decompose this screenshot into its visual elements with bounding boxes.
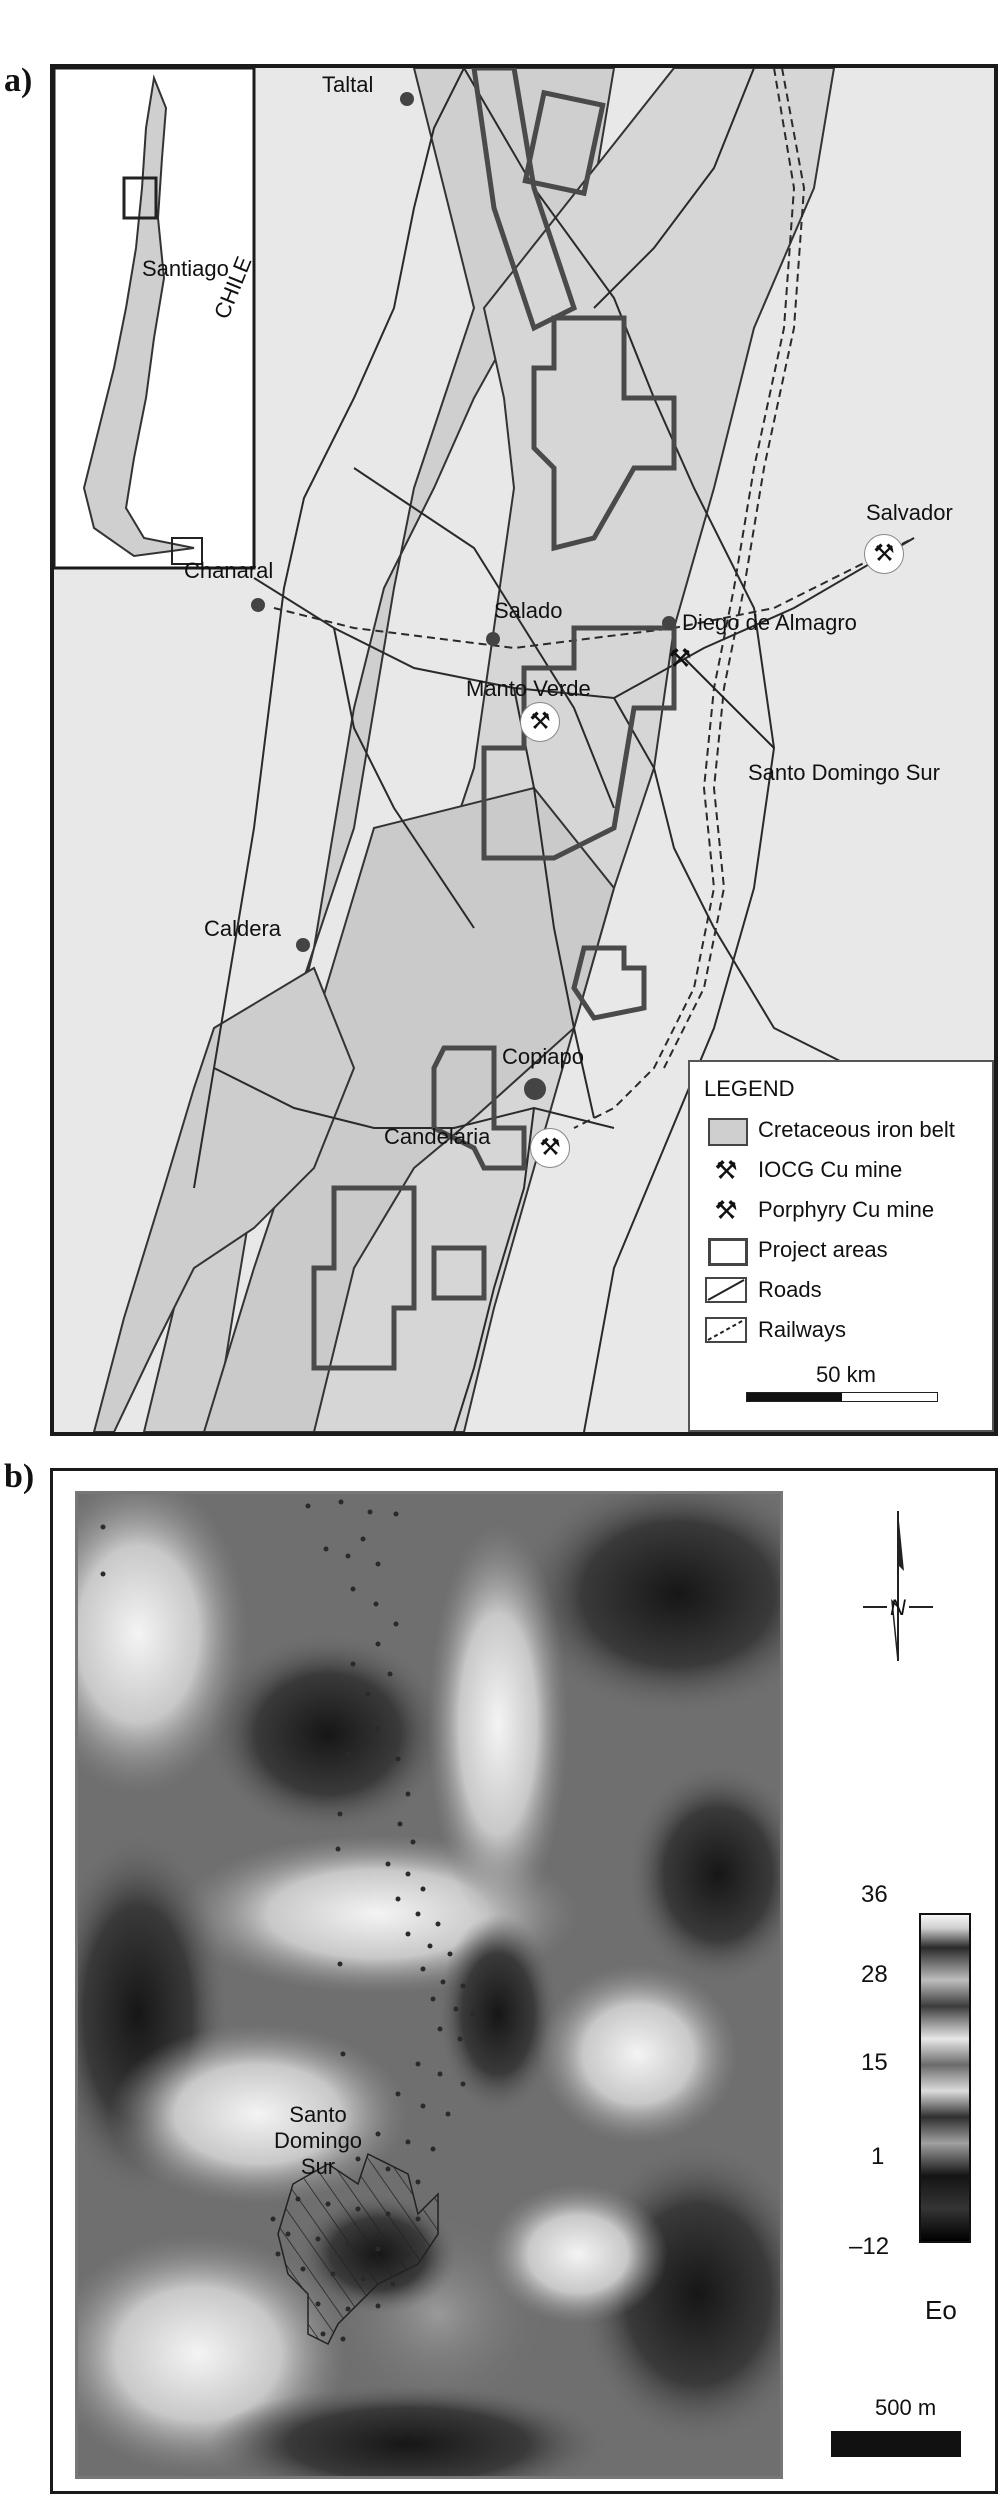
colorbar-tick: 1	[871, 2143, 885, 2170]
legend-label: Porphyry Cu mine	[758, 1197, 935, 1222]
colorbar	[919, 1913, 971, 2243]
panel-a-label: a)	[4, 62, 33, 99]
colorbar-tick: 28	[861, 1961, 888, 1988]
map-legend: LEGEND Cretaceous iron belt ⚒ IOCG Cu mi…	[688, 1060, 994, 1432]
site-label: Santo Domingo Sur	[274, 2102, 362, 2180]
porphyry-mine-icon: ⚒	[864, 534, 904, 574]
porphyry-mine-icon: ⚒	[668, 643, 692, 673]
panel-b-label: b)	[4, 1458, 35, 1495]
legend-item: Roads	[704, 1274, 822, 1306]
gray-fill-swatch-icon	[704, 1116, 748, 1146]
colorbar-title: Eo	[925, 2295, 957, 2325]
place-label-salvador: Salvador	[866, 500, 953, 525]
scale-bar	[831, 2431, 961, 2457]
place-label-diego-de-almagro: Diego de Almagro	[682, 610, 857, 635]
legend-item: Project areas	[704, 1234, 888, 1266]
scale-bar	[746, 1392, 938, 1402]
railways	[273, 68, 915, 1129]
site-label-line: Domingo	[274, 2128, 363, 2153]
colorbar-tick: –12	[849, 2233, 890, 2260]
town-marker	[662, 616, 676, 630]
town-marker	[400, 92, 414, 106]
colorbar-tick: 36	[861, 1881, 888, 1908]
outline-square-icon	[704, 1236, 748, 1266]
map-panel-a: CHILE Santiago Taltal Chanaral Salado Di…	[50, 64, 998, 1436]
svg-text:N: N	[890, 1595, 906, 1620]
legend-item: ⚒ Porphyry Cu mine	[704, 1194, 934, 1226]
solid-line-icon	[704, 1276, 748, 1304]
legend-label: Project areas	[758, 1237, 888, 1262]
place-label-salado: Salado	[494, 598, 563, 623]
legend-item: Railways	[704, 1314, 846, 1346]
iocg-mine-icon: ⚒	[530, 1128, 570, 1168]
project-areas	[311, 68, 677, 1371]
legend-label: Cretaceous iron belt	[758, 1117, 955, 1142]
regional-map	[54, 68, 994, 1432]
site-label-line: Santo	[289, 2102, 347, 2127]
legend-label: Railways	[758, 1317, 847, 1342]
inset-southern-box	[171, 537, 203, 565]
leader-line	[683, 657, 775, 749]
scale-label: 50 km	[816, 1362, 876, 1387]
place-label-manto-verde: Manto Verde	[466, 676, 591, 701]
town-marker	[524, 1078, 546, 1100]
town-marker	[296, 938, 310, 952]
legend-item: Cretaceous iron belt	[704, 1114, 955, 1146]
crossed-hammers-icon: ⚒	[714, 1155, 738, 1185]
magnetic-anomaly-image: Santo Domingo Sur	[75, 1491, 783, 2479]
place-label-taltal: Taltal	[322, 72, 374, 97]
place-label-chanaral: Chanaral	[184, 558, 274, 583]
drill-holes	[100, 1499, 476, 2342]
place-label-santo-domingo-sur: Santo Domingo Sur	[748, 760, 940, 785]
place-label-caldera: Caldera	[204, 916, 282, 941]
roads	[193, 68, 915, 1432]
map-panel-b: Santo Domingo Sur N 36 28 15 1 –12 Eo 50…	[50, 1468, 998, 2494]
colorbar-tick: 15	[861, 2049, 888, 2076]
inset-study-box	[122, 176, 158, 220]
place-label-copiapo: Copiapo	[502, 1044, 584, 1069]
scale-label: 500 m	[875, 2395, 937, 2420]
legend-title: LEGEND	[704, 1076, 795, 1101]
legend-label: Roads	[758, 1277, 822, 1302]
cretaceous-iron-belt-lower	[92, 966, 356, 1432]
crossed-hammers-dashed-icon: ⚒	[714, 1195, 738, 1225]
inset-city-label: Santiago	[142, 256, 229, 281]
town-marker	[251, 598, 265, 612]
north-arrow-icon: N	[863, 1511, 933, 1661]
legend-item: ⚒ IOCG Cu mine	[704, 1154, 902, 1186]
place-label-candelaria: Candelaria	[384, 1124, 491, 1149]
dashed-line-icon	[704, 1316, 748, 1344]
town-marker	[486, 632, 500, 646]
iocg-mine-icon: ⚒	[520, 702, 560, 742]
legend-label: IOCG Cu mine	[758, 1157, 903, 1182]
site-label-line: Sur	[300, 2154, 336, 2179]
chile-outline	[82, 74, 195, 558]
deposit-outline	[277, 2152, 439, 2346]
